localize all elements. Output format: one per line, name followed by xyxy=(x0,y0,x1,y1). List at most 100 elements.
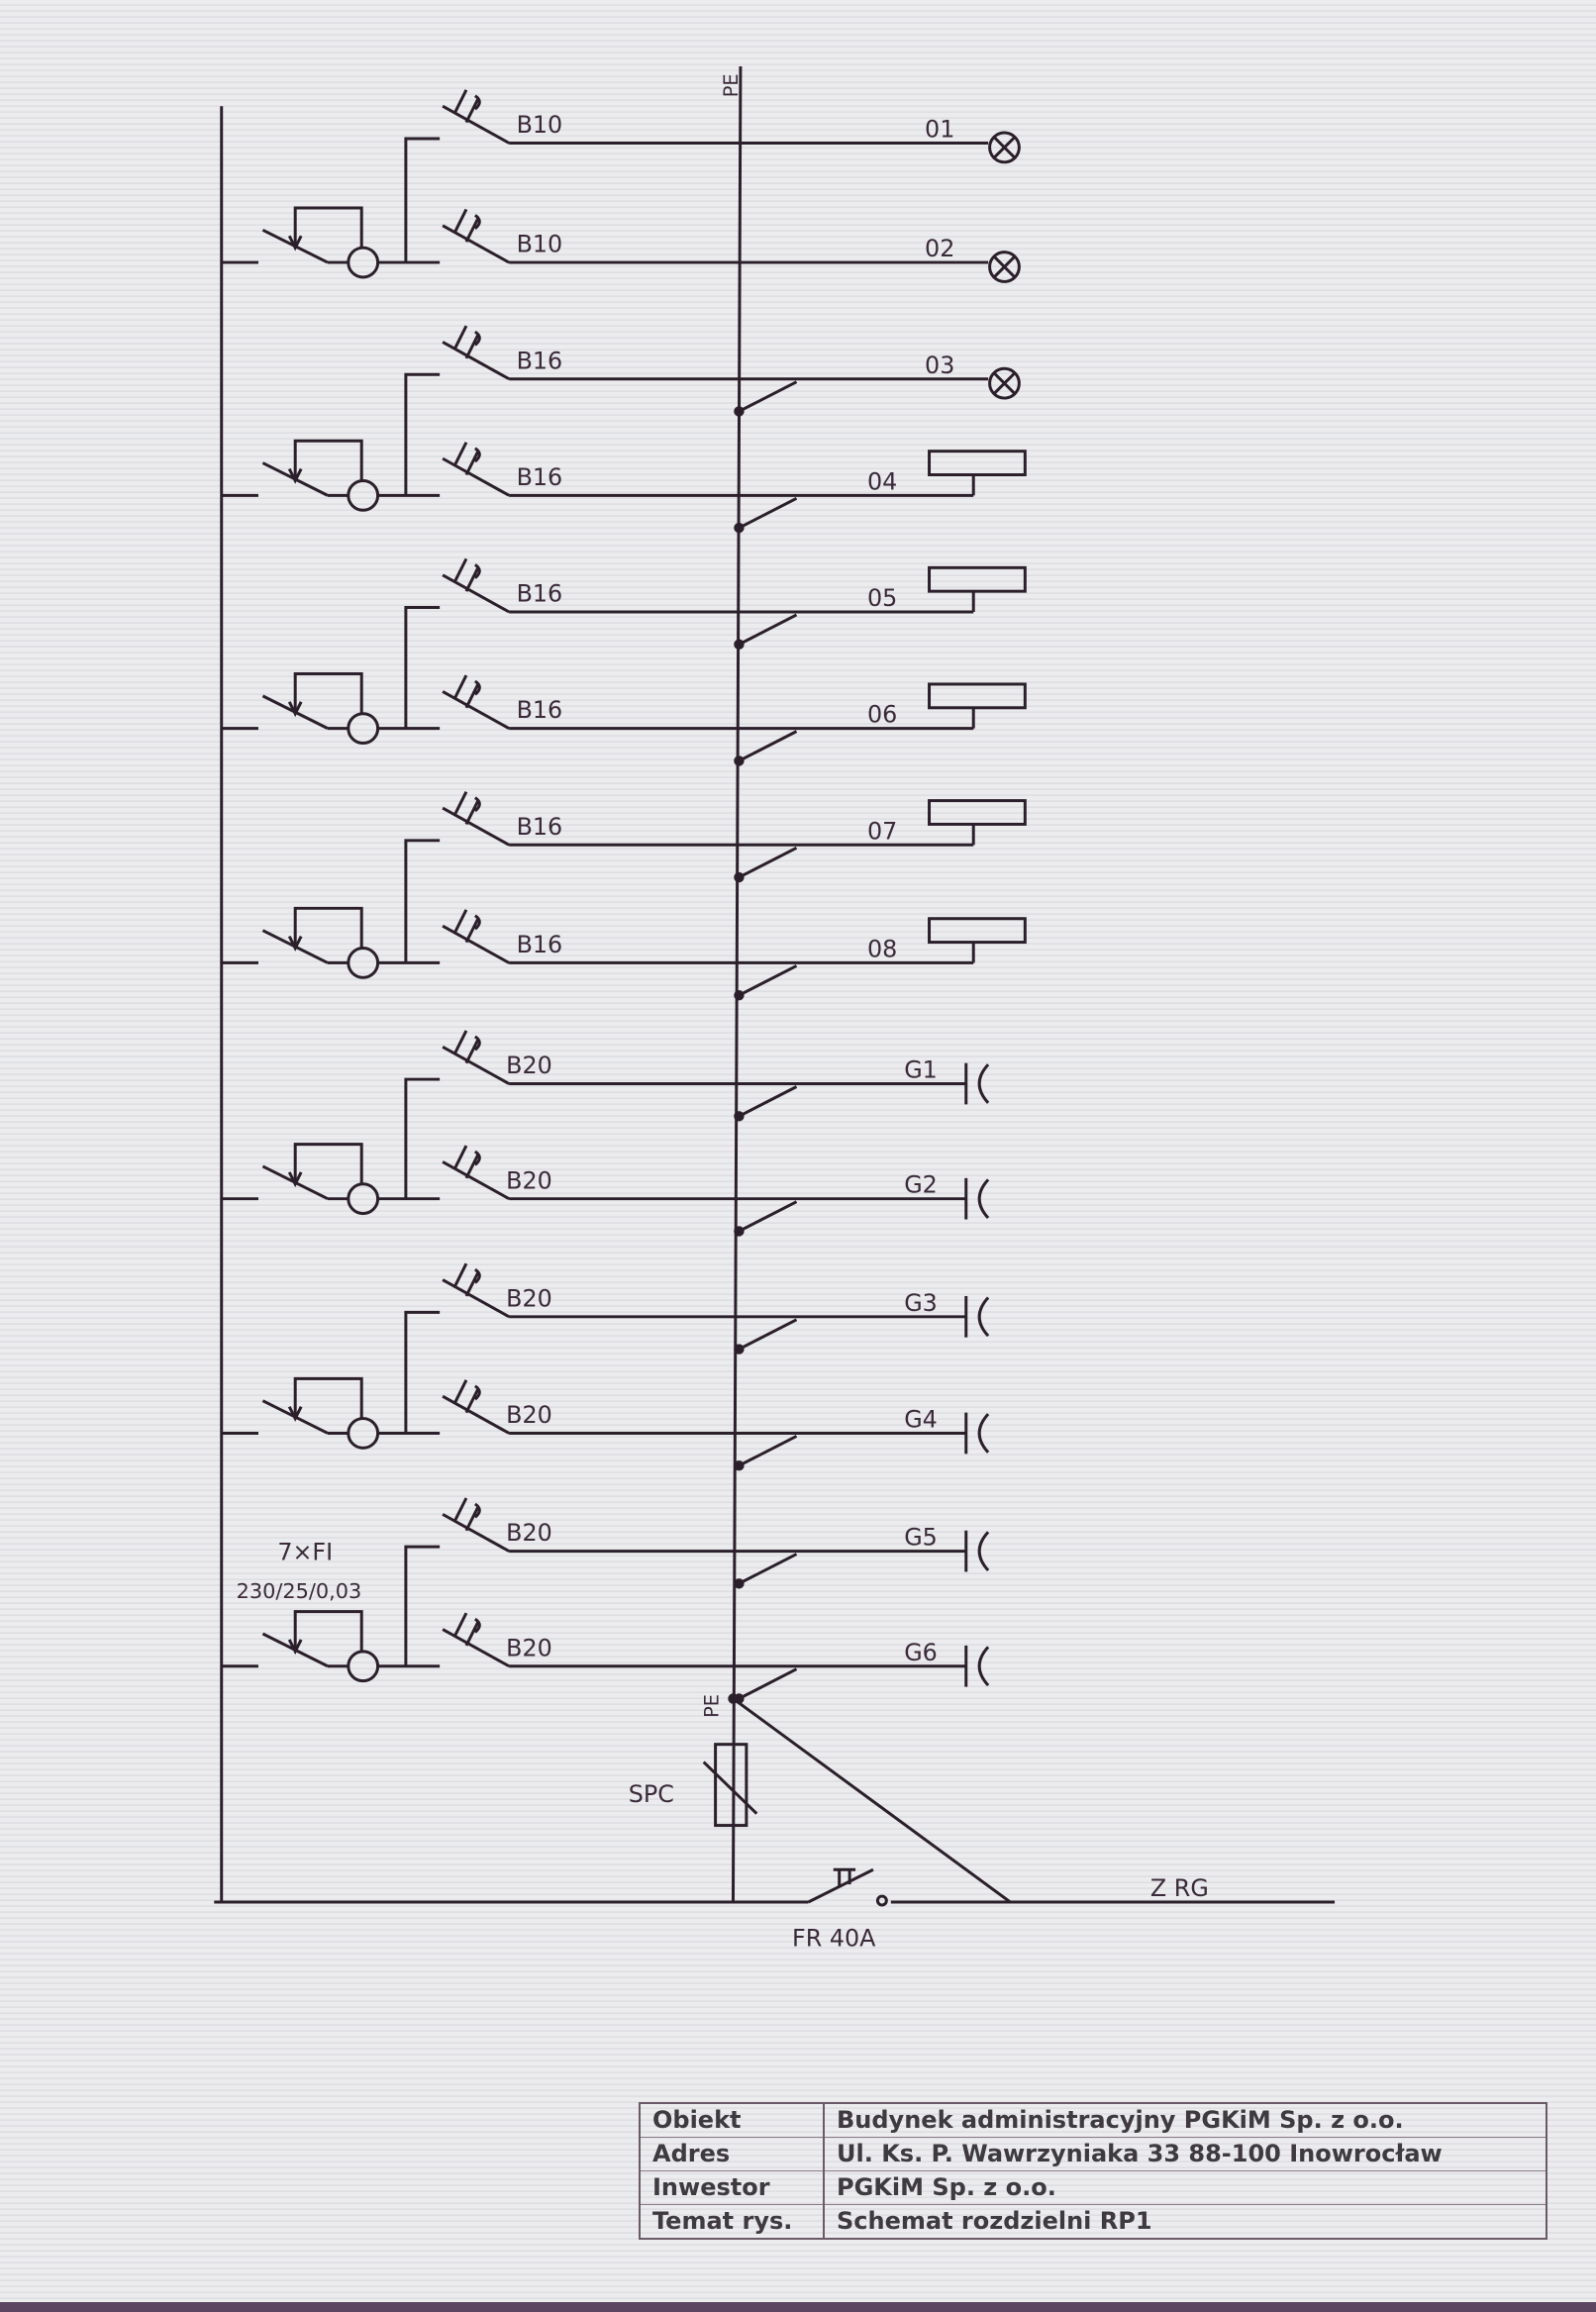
breaker-blade xyxy=(442,224,510,264)
output-label: 03 xyxy=(925,352,954,379)
circuit-05 xyxy=(442,557,1027,650)
pe-conductor xyxy=(738,730,798,762)
main-switch-label: FR 40A xyxy=(792,1925,876,1953)
output-label: G5 xyxy=(904,1524,938,1552)
pe-conductor xyxy=(738,1200,798,1233)
pe-node xyxy=(734,1344,745,1355)
output-label: 07 xyxy=(867,817,897,845)
breaker-blade xyxy=(442,1278,510,1319)
breaker-label: B20 xyxy=(506,1052,552,1079)
breaker-label: B10 xyxy=(517,231,563,258)
output-label: 08 xyxy=(867,935,897,962)
breaker-symbol-icon xyxy=(452,325,481,359)
title-row-subject: Temat rys.Schemat rozdzielni RP1 xyxy=(640,2204,1546,2239)
breaker-blade xyxy=(442,1394,510,1435)
rcd-5 xyxy=(221,1077,441,1216)
outlet-contact-icon xyxy=(977,1063,990,1104)
rcd-coil-icon xyxy=(347,1417,380,1450)
output-label: G6 xyxy=(904,1639,938,1666)
breaker-blade xyxy=(442,341,510,381)
pe-conductor xyxy=(738,1318,798,1351)
rcd-bracket xyxy=(404,137,441,263)
pe-conductor xyxy=(738,1085,798,1118)
pe-conductor xyxy=(738,613,798,647)
rcd-coil-icon xyxy=(347,1182,380,1216)
socket-icon xyxy=(928,682,1027,710)
title-key: Obiekt xyxy=(640,2102,825,2138)
circuit-G6 xyxy=(442,1612,990,1704)
rcd-coil-icon xyxy=(347,947,380,979)
breaker-blade xyxy=(442,924,510,964)
pe-conductor xyxy=(738,1553,798,1585)
breaker-symbol-icon xyxy=(452,1379,481,1414)
breaker-blade xyxy=(442,1160,510,1200)
rcd-arrow-icon xyxy=(287,1405,303,1422)
outlet-contact-icon xyxy=(977,1531,990,1571)
supply-label: Z RG xyxy=(1150,1874,1209,1902)
breaker-symbol-icon xyxy=(452,557,481,592)
rcd-4 xyxy=(221,839,441,979)
pe-conductor xyxy=(738,1435,798,1467)
pe-node xyxy=(734,755,745,766)
title-key: Inwestor xyxy=(640,2170,825,2205)
pe-node xyxy=(734,639,745,650)
rcd-trip-link xyxy=(293,672,363,714)
rcd-bracket xyxy=(404,606,441,729)
rcd-arrow-icon xyxy=(287,467,303,484)
breaker-blade xyxy=(442,690,510,730)
breaker-symbol-icon xyxy=(452,909,481,944)
title-value: Ul. Ks. P. Wawrzyniaka 33 88-100 Inowroc… xyxy=(824,2137,1546,2171)
pe-node xyxy=(734,1111,745,1122)
breaker-symbol-icon xyxy=(452,791,481,826)
breaker-symbol-icon xyxy=(452,442,481,476)
pe-conductor xyxy=(738,846,798,879)
rcd-bracket xyxy=(404,839,441,963)
breaker-label: B16 xyxy=(517,813,563,841)
outlet-contact-icon xyxy=(977,1178,990,1220)
output-label: 05 xyxy=(867,584,897,612)
title-key: Temat rys. xyxy=(640,2204,825,2239)
pe-label-bottom: PE xyxy=(701,1694,724,1718)
circuit-G5 xyxy=(442,1497,990,1589)
outlet-contact-icon xyxy=(977,1296,990,1338)
pe-node xyxy=(734,1226,745,1237)
breaker-symbol-icon xyxy=(452,1030,481,1064)
circuit-06 xyxy=(442,674,1027,766)
output-label: G1 xyxy=(904,1056,938,1084)
main-switch-contact xyxy=(875,1894,888,1907)
circuit-03 xyxy=(442,325,1021,417)
outlet-contact-icon xyxy=(977,1413,990,1454)
rcd-bracket xyxy=(404,1310,441,1434)
rcd-trip-link xyxy=(293,1376,363,1419)
lamp-icon xyxy=(988,366,1021,400)
output-label: 06 xyxy=(867,701,897,729)
breaker-label: B16 xyxy=(517,463,563,491)
rcd-7 xyxy=(221,1545,441,1683)
lamp-cross-icon xyxy=(993,255,1016,279)
rcd-arrow-icon xyxy=(287,701,303,718)
breaker-blade xyxy=(442,104,510,145)
breaker-symbol-icon xyxy=(452,208,481,243)
rcd-arrow-icon xyxy=(287,1639,303,1656)
breaker-symbol-icon xyxy=(452,89,481,124)
output-label: 02 xyxy=(925,235,954,262)
circuit-01 xyxy=(442,89,1021,164)
pe-conductor xyxy=(738,964,798,997)
pe-to-supply-line xyxy=(732,1697,1012,1904)
breaker-label: B16 xyxy=(517,696,563,724)
rcd-arrow-icon xyxy=(287,935,303,952)
breaker-label: B16 xyxy=(517,580,563,608)
rcd-bracket xyxy=(404,1077,441,1199)
pe-label-top: PE xyxy=(720,73,743,97)
breaker-blade xyxy=(442,806,510,847)
circuit-04 xyxy=(442,442,1027,534)
rcd-3 xyxy=(221,606,441,746)
rcd-arrow-icon xyxy=(287,235,303,251)
output-label: 04 xyxy=(867,467,897,495)
pe-node xyxy=(734,406,745,417)
rcd-2 xyxy=(221,372,441,512)
